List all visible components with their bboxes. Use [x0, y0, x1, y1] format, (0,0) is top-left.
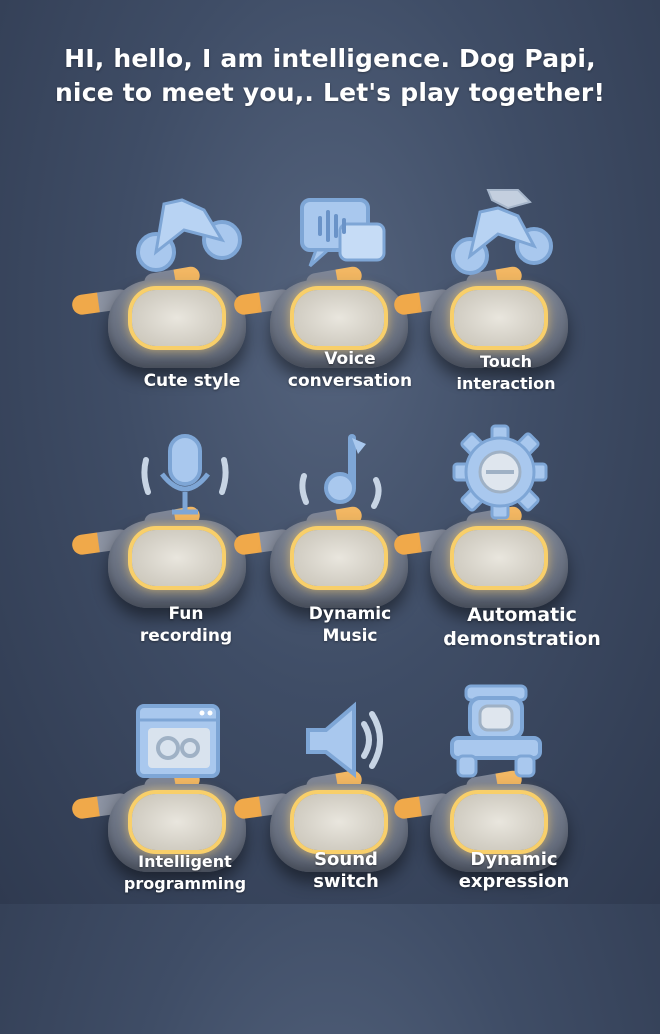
feature-sound-switch [232, 769, 444, 1034]
feature-dynamic-expression [392, 769, 604, 1034]
motorbike-icon [136, 198, 242, 272]
voice-chat-icon [300, 198, 386, 268]
headline-line-1: HI, hello, I am intelligence. Dog Papi, [64, 44, 596, 73]
music-note-icon [299, 434, 382, 509]
headline-line-2: nice to meet you,. Let's play together! [54, 78, 606, 107]
speaker-icon [306, 701, 383, 779]
touch-motorbike-icon [451, 189, 553, 275]
pad [270, 784, 408, 872]
feature-cute-style [70, 265, 282, 530]
pad [270, 280, 408, 368]
feature-intelligent-programming [70, 769, 282, 1034]
microphone-icon [141, 434, 229, 515]
feature-automatic-demonstration [392, 505, 604, 770]
feature-touch-interaction [392, 265, 604, 530]
feature-dynamic-music [232, 505, 444, 770]
gear-icon [452, 424, 548, 520]
pad [430, 520, 568, 608]
pad [270, 520, 408, 608]
feature-label: Cute style [143, 371, 241, 391]
pad [108, 520, 246, 608]
pad [430, 280, 568, 368]
program-window-icon [136, 704, 220, 778]
feature-fun-recording [70, 505, 282, 770]
feature-voice-conversation [232, 265, 444, 530]
headline: HI, hello, I am intelligence. Dog Papi, … [0, 42, 660, 110]
pad [108, 784, 246, 872]
pad [430, 784, 568, 872]
robot-face-icon [450, 684, 542, 778]
pad [108, 280, 246, 368]
